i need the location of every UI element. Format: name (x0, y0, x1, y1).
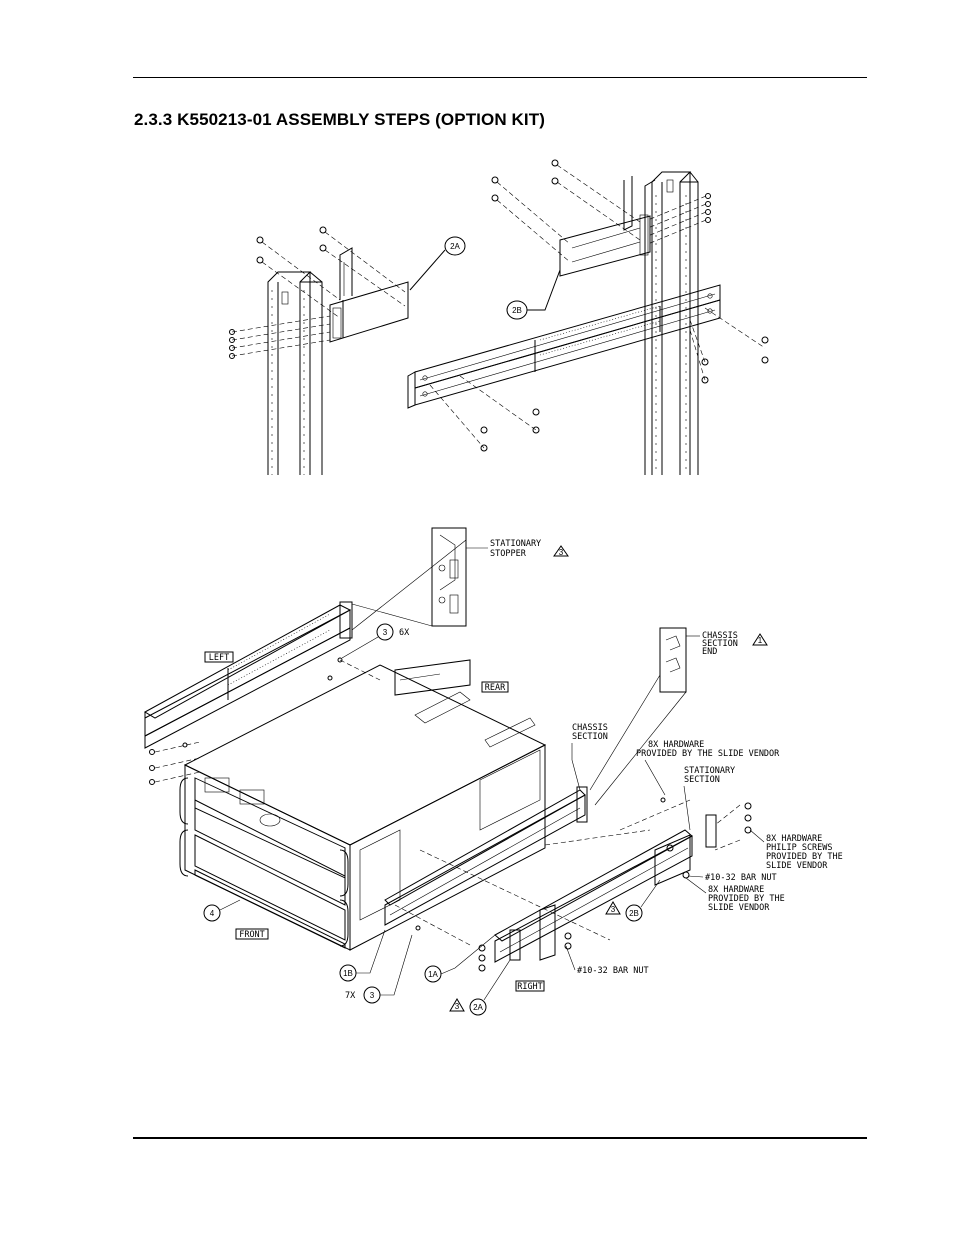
label-stationary-stopper: STATIONARY STOPPER 3 (490, 539, 569, 559)
svg-text:#10-32 BAR NUT: #10-32 BAR NUT (705, 873, 777, 883)
label-rear: REAR (481, 681, 509, 693)
callout-2a: 2A (409, 236, 466, 291)
svg-text:STOPPER: STOPPER (490, 549, 527, 559)
svg-text:3: 3 (383, 628, 388, 637)
svg-text:8X HARDWARE: 8X HARDWARE (708, 885, 764, 895)
label-hw-slide-vendor: 8X HARDWARE PROVIDED BY THE SLIDE VENDOR (636, 740, 780, 796)
footer-rule (133, 1137, 867, 1139)
svg-text:3: 3 (559, 548, 564, 557)
svg-text:SLIDE VENDOR: SLIDE VENDOR (766, 861, 828, 871)
svg-text:1B: 1B (343, 969, 353, 978)
hardware-dots (149, 657, 752, 972)
left-rack-post (267, 271, 323, 475)
svg-text:PROVIDED BY THE: PROVIDED BY THE (708, 894, 785, 904)
label-left: LEFT (204, 651, 234, 663)
svg-text:RIGHT: RIGHT (517, 982, 543, 992)
fastener-paths (231, 164, 766, 449)
label-bar-nut-upper: #10-32 BAR NUT (687, 873, 777, 883)
left-slide-rail (143, 601, 353, 749)
bracket-2a (329, 247, 409, 343)
callout-3-top: 3 6X (341, 623, 410, 659)
header-rule (133, 77, 867, 78)
callout-2a-bottom: 3 2A (449, 959, 511, 1016)
svg-text:CHASSIS: CHASSIS (572, 723, 608, 733)
svg-text:REAR: REAR (485, 683, 506, 693)
svg-text:4: 4 (210, 909, 215, 918)
svg-text:3: 3 (611, 905, 616, 914)
handles (179, 777, 349, 947)
label-bar-nut-lower: #10-32 BAR NUT (565, 945, 649, 976)
callout-3-bottom: 7X 3 (345, 934, 413, 1004)
callout-2b-text: 2B (512, 306, 522, 315)
svg-text:2B: 2B (629, 909, 639, 918)
stopper-detail (351, 527, 488, 631)
svg-text:3: 3 (370, 991, 375, 1000)
svg-text:SECTION: SECTION (684, 775, 720, 785)
label-stationary-section: STATIONARY SECTION (683, 766, 735, 831)
callout-4: 4 (203, 899, 241, 922)
svg-text:1A: 1A (428, 970, 438, 979)
callout-1a: 1A (424, 934, 496, 983)
screw-heads (229, 159, 769, 452)
svg-text:8X HARDWARE: 8X HARDWARE (648, 740, 704, 750)
svg-text:END: END (702, 647, 717, 657)
label-right: RIGHT (515, 980, 545, 992)
svg-text:6X: 6X (399, 628, 410, 638)
svg-text:2A: 2A (473, 1003, 483, 1012)
svg-text:3: 3 (455, 1002, 460, 1011)
svg-text:PROVIDED BY THE SLIDE VENDOR: PROVIDED BY THE SLIDE VENDOR (636, 749, 780, 759)
svg-text:FRONT: FRONT (239, 930, 265, 940)
svg-text:SECTION: SECTION (702, 639, 738, 649)
svg-text:SECTION: SECTION (572, 732, 608, 742)
label-chassis-section: CHASSIS SECTION (571, 723, 608, 791)
label-hw-philip: 8X HARDWARE PHILIP SCREWS PROVIDED BY TH… (749, 829, 843, 871)
svg-text:CHASSIS: CHASSIS (702, 631, 738, 641)
svg-text:PHILIP SCREWS: PHILIP SCREWS (766, 843, 833, 853)
svg-text:PROVIDED BY THE: PROVIDED BY THE (766, 852, 843, 862)
chassis-end-detail (589, 627, 700, 806)
front-panel (194, 777, 346, 949)
fastener-paths-bottom (154, 659, 741, 946)
svg-text:8X HARDWARE: 8X HARDWARE (766, 834, 822, 844)
label-chassis-section-end: CHASSIS SECTION END 1 (702, 631, 768, 657)
right-rack-post (623, 171, 699, 475)
bracket-2b (559, 214, 651, 277)
svg-text:STATIONARY: STATIONARY (684, 766, 735, 776)
rear-vent-grilles (359, 691, 541, 921)
chassis-section-rail (384, 786, 588, 926)
callout-2a-text: 2A (450, 242, 460, 251)
callout-1b: 1B (339, 929, 386, 982)
svg-text:#10-32 BAR NUT: #10-32 BAR NUT (577, 966, 649, 976)
label-hw-slide-vendor-2: 8X HARDWARE PROVIDED BY THE SLIDE VENDOR (685, 877, 785, 913)
svg-text:STATIONARY: STATIONARY (490, 539, 541, 549)
stationary-section-rail (494, 814, 717, 963)
svg-text:1: 1 (758, 636, 763, 645)
chassis (179, 659, 547, 951)
section-title: 2.3.3 K550213-01 ASSEMBLY STEPS (OPTION … (134, 110, 545, 129)
svg-text:SLIDE VENDOR: SLIDE VENDOR (708, 903, 770, 913)
callout-2b: 2B (506, 269, 561, 320)
svg-text:7X: 7X (345, 991, 356, 1001)
svg-text:LEFT: LEFT (209, 653, 229, 663)
callout-2b-bottom: 3 2B (605, 879, 661, 922)
label-front: FRONT (235, 928, 269, 940)
